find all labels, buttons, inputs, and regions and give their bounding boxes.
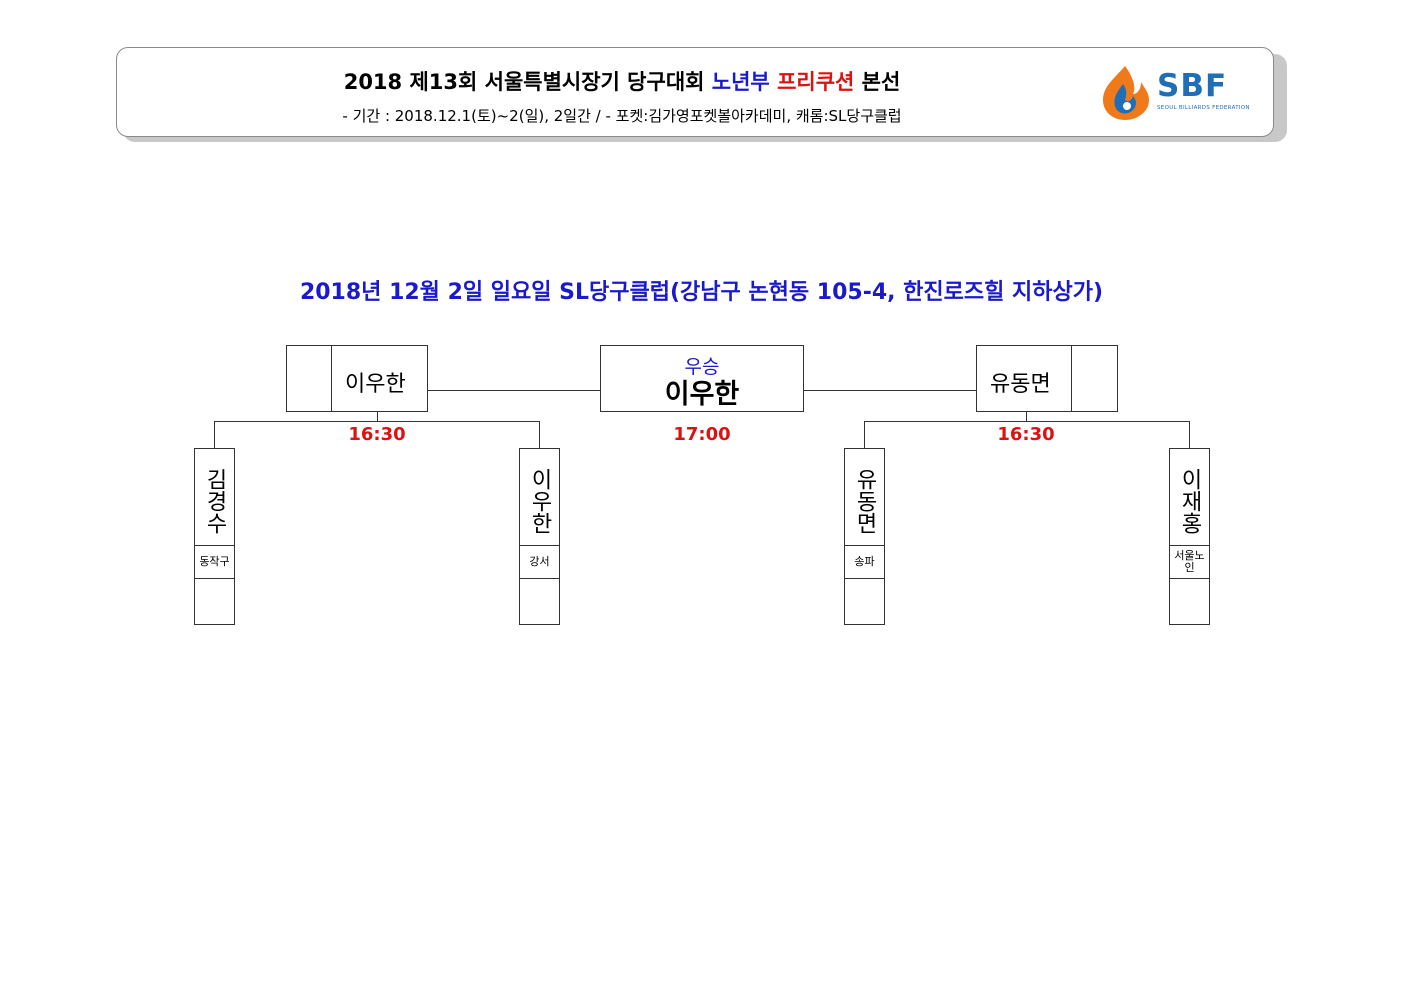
flame-icon <box>1103 66 1149 120</box>
player-name: 이우한 <box>527 468 552 534</box>
player-club: 서울노인 <box>1170 545 1209 579</box>
divider <box>331 346 332 411</box>
semifinal-winner-right: 유동면 <box>990 372 1051 397</box>
semifinal-winner-left: 이우한 <box>345 372 406 397</box>
final-box <box>600 345 804 412</box>
semifinal-time-right: 16:30 <box>997 424 1055 445</box>
player-club: 강서 <box>520 545 559 579</box>
connector-left <box>428 390 600 391</box>
sbf-logo: SBF SEOUL BILLIARDS FEDERATION <box>1097 62 1257 122</box>
title-division: 노년부 <box>711 70 770 94</box>
bracket-right-bar <box>864 421 1190 422</box>
title-event: 프리쿠션 <box>777 70 855 94</box>
player-name: 유동면 <box>852 468 877 534</box>
champion-label: 우승 <box>684 356 720 378</box>
logo-subtext: SEOUL BILLIARDS FEDERATION <box>1157 105 1250 111</box>
logo-text: SBF <box>1157 68 1228 104</box>
page-title: 2018 제13회 서울특별시장기 당구대회 노년부 프리쿠션 본선 <box>343 70 901 94</box>
player-card: 이우한 강서 <box>519 448 560 625</box>
player-card: 이재홍 서울노인 <box>1169 448 1210 625</box>
bracket-right-drop-a <box>864 421 865 449</box>
connector-right <box>804 390 976 391</box>
bracket-right-drop-b <box>1189 421 1190 449</box>
champion-name: 이우한 <box>664 379 740 410</box>
bracket-left-drop-b <box>539 421 540 449</box>
semifinal-time-left: 16:30 <box>348 424 406 445</box>
semifinal-box-left: 이우한 <box>286 345 428 412</box>
divider <box>1071 346 1072 411</box>
player-card: 김경수 동작구 <box>194 448 235 625</box>
player-name: 이재홍 <box>1177 468 1202 534</box>
bracket-left-stem <box>377 412 378 421</box>
bracket-left-bar <box>214 421 540 422</box>
player-club: 동작구 <box>195 545 234 579</box>
bracket-right-stem <box>1026 412 1027 421</box>
final-time: 17:00 <box>673 424 731 445</box>
bracket-left-drop-a <box>214 421 215 449</box>
venue-line: 2018년 12월 2일 일요일 SL당구클럽(강남구 논현동 105-4, 한… <box>299 280 1104 305</box>
semifinal-box-right: 유동면 <box>976 345 1118 412</box>
player-club: 송파 <box>845 545 884 579</box>
header-card: 2018 제13회 서울특별시장기 당구대회 노년부 프리쿠션 본선 - 기간 … <box>116 47 1274 137</box>
player-name: 김경수 <box>202 468 227 534</box>
page-subtitle: - 기간 : 2018.12.1(토)~2(일), 2일간 / - 포켓:김가영… <box>342 107 902 125</box>
player-card: 유동면 송파 <box>844 448 885 625</box>
